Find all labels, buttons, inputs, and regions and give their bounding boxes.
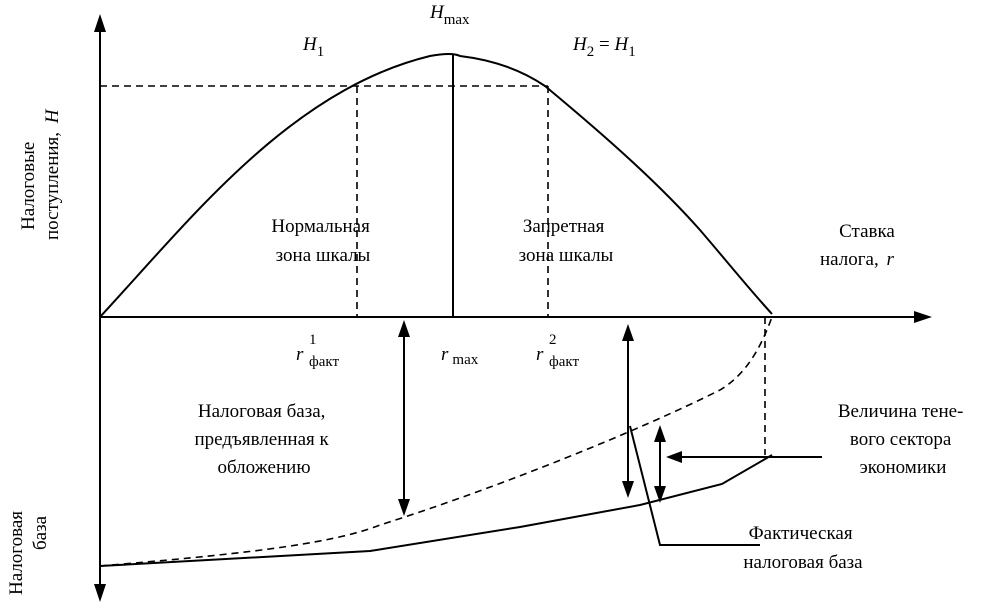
rmax-var: r: [441, 344, 449, 365]
shadow-sector-label: Величина тене- вого сектора экономики: [838, 401, 968, 478]
forbidden-zone-line2: зона шкалы: [519, 245, 614, 266]
r2-base-arrow-bottom: [622, 481, 634, 498]
declared-base-arrow-top: [398, 320, 410, 337]
x-axis-title-2: налога, r: [820, 249, 894, 270]
x-axis-line1: Ставка: [839, 221, 895, 242]
actual-base-label: Фактическая налоговая база: [743, 523, 863, 573]
y-axis-arrow-down: [94, 584, 106, 602]
r1-fact-label: r: [296, 344, 304, 365]
r2-sup: 2: [549, 332, 557, 348]
r1-sup: 1: [309, 332, 317, 348]
y-axis-arrow-up: [94, 14, 106, 32]
h1-var: H: [302, 34, 318, 55]
normal-zone-line2: зона шкалы: [276, 245, 371, 266]
h-max-label: Hmax: [429, 2, 470, 28]
laffer-curve: [99, 53, 773, 318]
y-axis-top-var: H: [42, 108, 63, 124]
x-axis-var: r: [886, 249, 894, 270]
r1-sub: факт: [309, 354, 339, 370]
r2-sub: факт: [549, 354, 579, 370]
r2-fact-label: r: [536, 344, 544, 365]
normal-zone-label: Нормальная зона шкалы: [271, 216, 374, 266]
shadow-line3: экономики: [860, 457, 947, 478]
y-axis-bottom-line2: база: [30, 515, 51, 550]
y-axis-bottom-title: Налоговая: [6, 511, 27, 595]
shadow-leader-arrow: [666, 451, 682, 463]
r2-base-arrow-top: [622, 324, 634, 341]
forbidden-zone-label: Запретная зона шкалы: [519, 216, 614, 266]
declared-base-arrow-bottom: [398, 499, 410, 516]
h2-equals-h1-label: H2 = H1: [572, 34, 636, 60]
declared-base-line3: обложению: [217, 457, 310, 478]
y-axis-top-title-2: поступления, H: [42, 108, 63, 240]
y-axis-bottom-line1: Налоговая: [6, 511, 27, 595]
h-max-var: H: [429, 2, 445, 23]
h1-sub: 1: [317, 44, 325, 60]
normal-zone-line1: Нормальная: [271, 216, 370, 237]
actual-base-line1: Фактическая: [749, 523, 853, 544]
h2-eq: =: [594, 34, 614, 55]
h2-rhs-sub: 1: [628, 44, 636, 60]
actual-base-leader-line: [629, 425, 760, 546]
x-axis-line2: налога,: [820, 249, 879, 270]
shadow-line1: Величина тене-: [838, 401, 964, 422]
y-axis-top-line1: Налоговые: [18, 142, 39, 230]
r2-var: r: [536, 344, 544, 365]
declared-base-line1: Налоговая база,: [198, 401, 326, 422]
declared-tax-base-curve: [99, 316, 773, 567]
declared-base-line2: предъявленная к: [195, 429, 330, 450]
actual-base-line2: налоговая база: [743, 552, 863, 573]
y-axis-top-title: Налоговые: [18, 142, 39, 230]
shadow-line2: вого сектора: [850, 429, 952, 450]
r1-var: r: [296, 344, 304, 365]
shadow-sector-arrow-top: [654, 425, 666, 442]
actual-tax-base-curve: [99, 454, 773, 567]
h2-sub: 2: [587, 44, 595, 60]
x-axis-arrow: [914, 311, 932, 323]
y-axis-top-line2: поступления,: [42, 132, 63, 240]
declared-base-label: Налоговая база, предъявленная к обложени…: [195, 401, 334, 478]
forbidden-zone-line1: Запретная: [523, 216, 605, 237]
y-axis-bottom-title-2: база: [30, 515, 51, 550]
h2-var: H: [572, 34, 588, 55]
h1-label: H1: [302, 34, 324, 60]
h-max-sub: max: [444, 12, 470, 28]
h2-rhs-var: H: [613, 34, 629, 55]
shadow-sector-arrow-bottom: [654, 486, 666, 503]
x-axis-title: Ставка: [839, 221, 895, 242]
rmax-sub: max: [452, 352, 478, 368]
